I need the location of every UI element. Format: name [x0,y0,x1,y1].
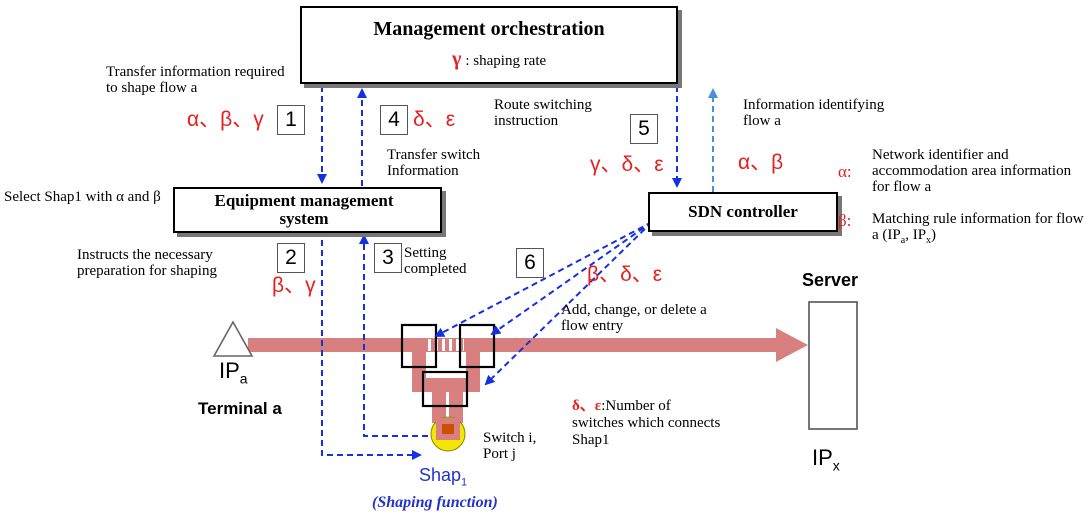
step-5-text: Route switching instruction [494,97,592,129]
step-1-text: Transfer information required to shape f… [106,64,285,96]
shaper-label: Shap1 [419,465,468,489]
step-2-text: Instructs the necessary preparation for … [77,247,217,279]
delta-epsilon-note: δ、ε:Number of switches which connects Sh… [572,398,722,449]
server-ip: IPx [812,445,840,474]
legend-beta-symbol: β: [838,211,852,230]
step-1-badge: 1 [277,105,305,135]
sdn-title: SDN controller [688,202,798,221]
gamma-symbol: γ [452,48,462,70]
arrow-step-3 [359,234,428,437]
server-icon [808,301,858,430]
terminal-ip: IPa [219,358,248,387]
step-5-badge: 5 [630,114,658,144]
legend-alpha-symbol: α: [838,162,852,181]
legend-beta-text: Matching rule information for flow a (IP… [872,211,1084,246]
management-title: Management orchestration [373,18,605,40]
switch-bottom [421,370,469,408]
delta-epsilon-symbols: δ、ε [572,398,602,414]
step-4-badge: 4 [380,105,408,135]
step-6-action-text: Add, change, or delete a flow entry [561,302,707,334]
step-5-params: γ、δ、ε [590,153,664,176]
identify-text: Information identifying flow a [743,97,885,129]
step-2-badge: 2 [277,243,305,273]
step-6-badge: 6 [516,248,544,278]
arrow-step-2 [321,230,422,460]
delta-epsilon-text: :Number of switches which connects Shap1 [572,398,721,448]
arrow-step-6-b [490,221,653,336]
select-shap-text: Select Shap1 with α and β [4,189,161,205]
gamma-definition: γ : shaping rate [452,48,546,71]
shaper-icon [430,416,466,452]
identify-params: α、β [738,151,784,174]
step-3-text: Setting completed [404,245,467,277]
step-3-badge: 3 [374,243,402,273]
step-1-params: α、β、γ [187,108,264,131]
step-4-text: Transfer switch Information [387,147,481,179]
sdn-controller-box: SDN controller [648,192,838,232]
server-label: Server [802,270,859,290]
step-6-params: β、δ、ε [587,263,663,286]
arrow-step-6-a [434,221,653,337]
legend-alpha-text: Network identifier and accommodation are… [872,147,1072,195]
shaping-function-label: (Shaping function) [372,494,498,511]
switch-right [458,323,496,369]
management-orchestration-box: Management orchestration γ : shaping rat… [300,6,678,84]
gamma-desc: : shaping rate [465,53,547,69]
equipment-title: Equipment management system [214,191,394,228]
switch-label: Switch i, Port j [483,430,537,462]
arrow-step-6-c [484,221,653,386]
terminal-icon [212,320,254,357]
equipment-management-box: Equipment management system [173,187,442,233]
step-2-params: β、γ [272,274,316,297]
terminal-label: Terminal a [198,399,282,418]
flow-pipe [248,328,808,362]
step-4-params: δ、ε [413,108,456,131]
switch-left [400,323,438,369]
